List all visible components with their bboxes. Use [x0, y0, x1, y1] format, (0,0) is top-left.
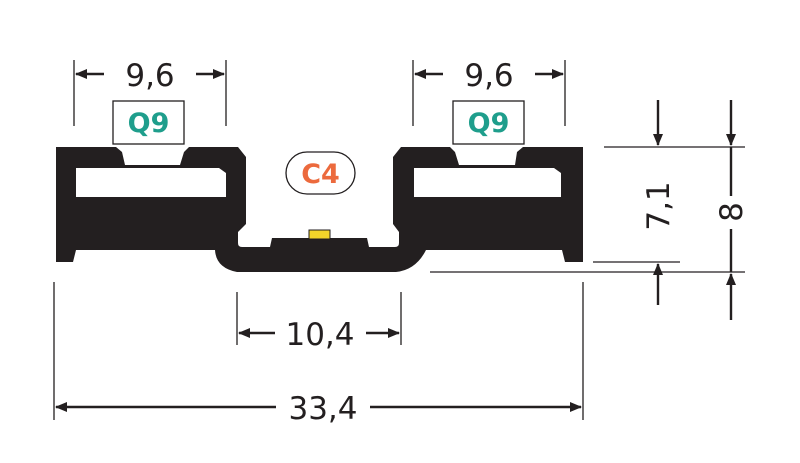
right-slot-badge-text: Q9 [468, 108, 510, 139]
extension-lines [53, 60, 745, 420]
inner-height-label: 7,1 [641, 181, 677, 230]
dimension-right-slot: 9,6 [414, 58, 564, 94]
dimension-total-height: 8 [714, 100, 750, 320]
total-width-label: 33,4 [288, 391, 357, 427]
badge-left-slot: Q9 [112, 100, 185, 145]
badge-channel: C4 [285, 151, 356, 195]
profile-shape [56, 147, 583, 272]
dimension-channel: 10,4 [238, 317, 400, 353]
total-height-label: 8 [714, 202, 750, 222]
dimension-left-slot: 9,6 [75, 58, 225, 94]
channel-badge-text: C4 [301, 159, 340, 190]
badge-right-slot: Q9 [452, 100, 525, 145]
left-slot-width-label: 9,6 [125, 58, 174, 94]
left-slot-badge-text: Q9 [128, 108, 170, 139]
dimension-inner-height: 7,1 [641, 100, 677, 305]
led-chip [308, 229, 331, 240]
channel-width-label: 10,4 [285, 317, 354, 353]
dimension-total-width: 33,4 [55, 391, 582, 427]
right-slot-width-label: 9,6 [464, 58, 513, 94]
